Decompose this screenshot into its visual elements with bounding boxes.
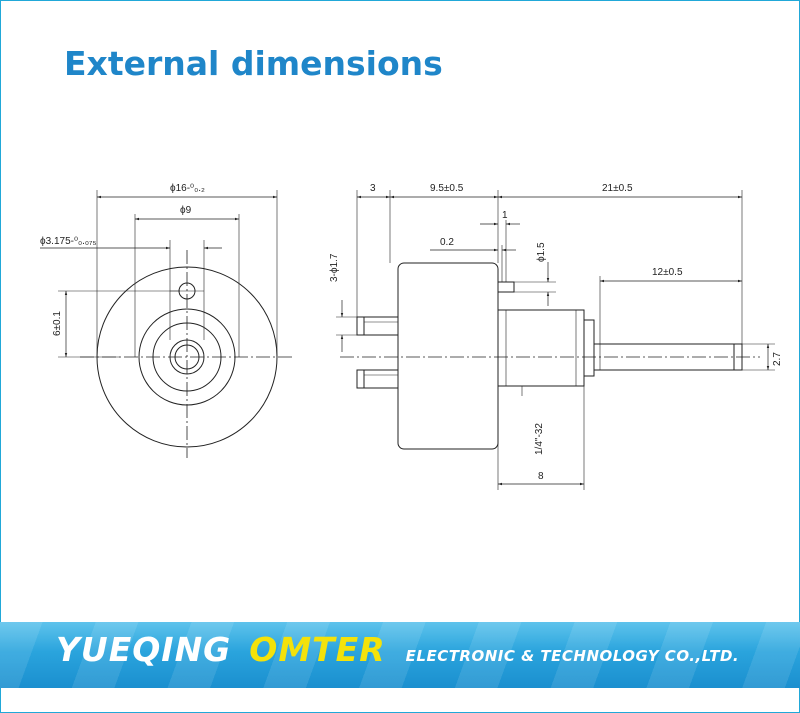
dim-step-0-2: 0.2 (440, 237, 454, 248)
technical-drawing: ϕ16-⁰₀.₂ ϕ9 ϕ3.175-⁰₀.₀₇₅ 6±0.1 (40, 183, 783, 490)
dim-terminal-length: 3 (370, 183, 376, 194)
dim-total-length: 21±0.5 (602, 183, 633, 194)
side-view (336, 190, 775, 490)
banner-decoration (0, 622, 800, 688)
dim-shaft-length: 12±0.5 (652, 267, 683, 278)
brand-tagline: ELECTRONIC & TECHNOLOGY CO.,LTD. (405, 647, 740, 665)
terminal-bottom (363, 369, 399, 389)
locating-pin (497, 281, 515, 293)
front-view (40, 190, 294, 458)
brand-name-omter: OMTER (249, 630, 386, 669)
dim-shaft-flat: 2.7 (772, 352, 783, 366)
dim-thread: 1/4"-32 (534, 423, 545, 455)
pot-body (397, 262, 499, 450)
dim-terminal-holes: 3-ϕ1.7 (329, 253, 340, 282)
dim-outer-diameter: ϕ16-⁰₀.₂ (170, 183, 205, 194)
dim-pin-offset: 6±0.1 (52, 311, 63, 336)
thread-bushing (497, 309, 585, 387)
banner-text: YUEQING OMTER ELECTRONIC & TECHNOLOGY CO.,… (56, 630, 739, 669)
company-banner: YUEQING OMTER ELECTRONIC & TECHNOLOGY CO.,… (0, 622, 800, 688)
dim-body-length: 9.5±0.5 (430, 183, 464, 194)
terminal-top (363, 316, 399, 336)
dim-shaft-diameter-front: ϕ3.175-⁰₀.₀₇₅ (40, 236, 97, 247)
dim-thread-length: 8 (538, 471, 544, 482)
brand-name-yueqing: YUEQING (56, 630, 232, 669)
dim-pin-diameter: ϕ1.5 (536, 242, 547, 262)
dim-step-1: 1 (502, 210, 508, 221)
page-title: External dimensions (64, 44, 443, 83)
dim-inner-diameter: ϕ9 (180, 205, 192, 216)
